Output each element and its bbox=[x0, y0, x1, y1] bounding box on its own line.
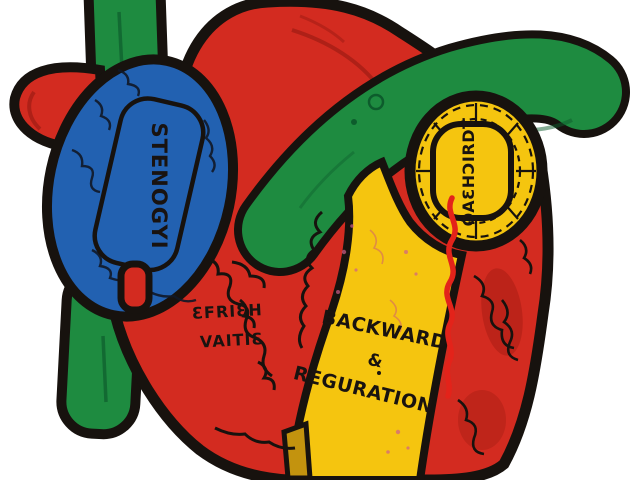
crackle-line bbox=[369, 229, 384, 265]
crackle-line bbox=[291, 28, 380, 88]
crackle-texture-right-band bbox=[457, 238, 533, 456]
crackle-texture-yellow bbox=[369, 229, 402, 333]
crackle-line bbox=[299, 14, 346, 44]
arch-speck bbox=[367, 93, 385, 111]
crackle-line bbox=[71, 148, 101, 194]
red-squiggle bbox=[444, 195, 458, 399]
crackle-line bbox=[389, 299, 402, 333]
speckle bbox=[404, 250, 408, 254]
crackle-texture-blue bbox=[71, 68, 216, 303]
yellow-band-fold bbox=[281, 420, 313, 480]
speckle bbox=[336, 290, 340, 294]
crackle-line bbox=[519, 238, 533, 275]
crackle-line bbox=[203, 119, 216, 173]
dark-patch bbox=[458, 390, 506, 450]
vessel-shading-line bbox=[101, 335, 108, 403]
speckle bbox=[395, 429, 401, 435]
blue-chamber: STENOGYI bbox=[41, 54, 239, 322]
arch-speck bbox=[351, 119, 357, 125]
crackle-line bbox=[214, 426, 296, 450]
crackle-line bbox=[117, 68, 141, 97]
crackle-line bbox=[231, 260, 266, 289]
crackle-line bbox=[473, 274, 515, 350]
red-chamber-label-line2: VAITIƐ bbox=[200, 329, 265, 351]
aorta-circle: OAƐHƆIRDT bbox=[404, 90, 548, 252]
speckle bbox=[386, 450, 390, 454]
crackle-line bbox=[457, 398, 485, 456]
crackle-texture-red-chamber bbox=[205, 210, 324, 450]
speckle bbox=[341, 249, 347, 255]
aortic-arch-band bbox=[242, 38, 622, 268]
red-chamber-labels: ƐFRIƐH VAITIƐ bbox=[191, 300, 265, 351]
crackle-line bbox=[257, 360, 276, 391]
aorta-circle-inner-panel bbox=[430, 121, 514, 221]
yellow-band-label-line2: & bbox=[366, 350, 385, 373]
vessel-shading-line bbox=[27, 90, 42, 131]
speckle bbox=[414, 272, 418, 276]
speckle bbox=[406, 446, 410, 450]
dome-shading bbox=[291, 14, 380, 88]
yellow-band bbox=[281, 156, 467, 480]
crackle-line bbox=[149, 290, 197, 303]
speckle bbox=[350, 224, 354, 228]
red-chamber-label-line1: ƐFRIƐH bbox=[191, 300, 263, 323]
arch-shading-line bbox=[298, 150, 355, 209]
speckle bbox=[354, 268, 358, 272]
crackle-line bbox=[500, 299, 519, 362]
crackle-line bbox=[94, 98, 112, 131]
yellow-band-shape bbox=[285, 156, 467, 480]
crackle-line bbox=[297, 210, 324, 349]
aorta-circle-label: OAƐHƆIRDT bbox=[459, 118, 478, 227]
crackle-line bbox=[239, 298, 256, 329]
speckle-texture-yellow bbox=[336, 224, 418, 454]
red-jigsaw-tab bbox=[117, 260, 153, 314]
blue-chamber-label: STENOGYI bbox=[147, 122, 171, 249]
apostrophe-dot bbox=[377, 371, 381, 375]
